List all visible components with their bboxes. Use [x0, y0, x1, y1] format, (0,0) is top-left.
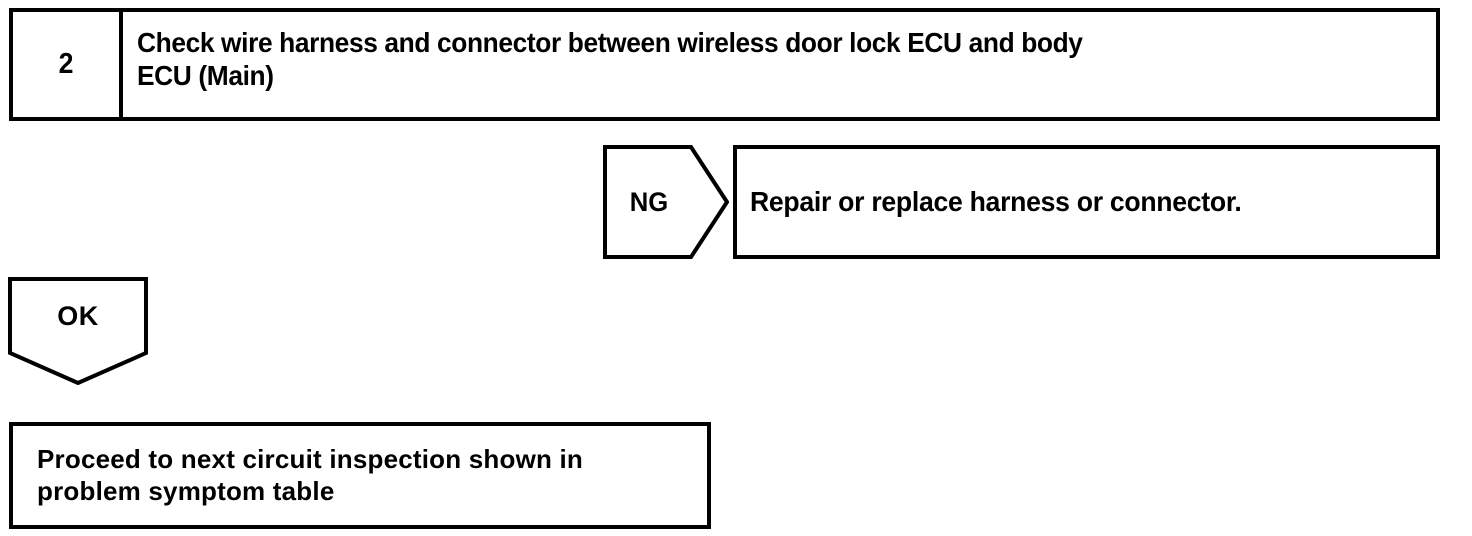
step-number-cell: 2	[13, 12, 123, 117]
ng-result-text: Repair or replace harness or connector.	[750, 186, 1242, 218]
ok-result-text: Proceed to next circuit inspection shown…	[37, 443, 584, 506]
ok-label: OK	[57, 300, 99, 331]
ng-result-box: Repair or replace harness or connector.	[733, 145, 1440, 259]
ok-branch-marker: OK	[8, 277, 148, 385]
ok-result-box: Proceed to next circuit inspection shown…	[9, 422, 711, 529]
step-header-row: 2 Check wire harness and connector betwe…	[9, 8, 1440, 121]
pentagon-right-icon	[603, 145, 729, 259]
step-number: 2	[58, 48, 74, 80]
ng-branch-marker: NG	[603, 145, 729, 259]
pentagon-down-icon	[8, 277, 148, 385]
ng-label: NG	[629, 186, 669, 217]
step-title: Check wire harness and connector between…	[137, 27, 1083, 92]
step-title-cell: Check wire harness and connector between…	[123, 12, 1436, 117]
